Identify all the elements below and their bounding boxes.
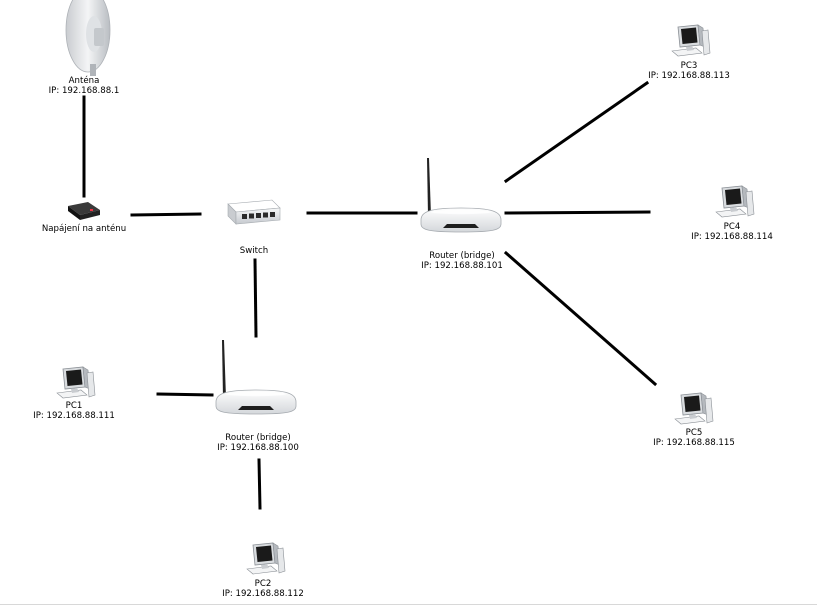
link-router101-pc4 xyxy=(504,210,651,215)
router-101-icon xyxy=(420,157,502,233)
antenna-name: Anténa xyxy=(68,76,100,86)
link-router100-pc1 xyxy=(156,392,214,397)
links xyxy=(82,80,658,510)
link-poe-switch xyxy=(130,212,202,217)
router100-label: Router (bridge) IP: 192.168.88.100 xyxy=(217,433,299,453)
antenna-ip: IP: 192.168.88.1 xyxy=(48,86,120,96)
pc2-icon xyxy=(246,542,286,575)
poe-injector-icon xyxy=(68,202,100,220)
pc4-icon xyxy=(715,185,755,218)
link-router101-pc5 xyxy=(503,250,658,387)
switch-name: Switch xyxy=(239,246,269,256)
pc1-name: PC1 xyxy=(65,401,83,411)
router101-label: Router (bridge) IP: 192.168.88.101 xyxy=(421,251,503,271)
pc3-ip: IP: 192.168.88.113 xyxy=(648,71,730,81)
pc5-label: PC5 IP: 192.168.88.115 xyxy=(653,428,735,448)
pc4-label: PC4 IP: 192.168.88.114 xyxy=(691,222,773,242)
poe-label: Napájení na anténu xyxy=(42,224,126,234)
pc3-label: PC3 IP: 192.168.88.113 xyxy=(648,61,730,81)
pc5-ip: IP: 192.168.88.115 xyxy=(653,438,735,448)
pc2-label: PC2 IP: 192.168.88.112 xyxy=(222,579,304,599)
router100-ip: IP: 192.168.88.100 xyxy=(217,443,299,453)
router-100-icon xyxy=(215,339,297,415)
pc1-icon xyxy=(56,366,96,399)
pc2-ip: IP: 192.168.88.112 xyxy=(222,589,304,599)
switch-icon xyxy=(227,199,281,225)
router101-ip: IP: 192.168.88.101 xyxy=(421,261,503,271)
bottom-divider xyxy=(0,604,817,605)
antenna-dish-icon xyxy=(65,0,111,76)
pc4-ip: IP: 192.168.88.114 xyxy=(691,232,773,242)
poe-name: Napájení na anténu xyxy=(41,224,127,234)
pc5-name: PC5 xyxy=(685,428,703,438)
router101-name: Router (bridge) xyxy=(429,251,495,261)
pc3-icon xyxy=(671,24,711,57)
pc1-ip: IP: 192.168.88.111 xyxy=(33,411,115,421)
link-switch-router100 xyxy=(253,258,258,338)
link-router101-pc3 xyxy=(503,80,650,184)
pc3-name: PC3 xyxy=(680,61,698,71)
pc5-icon xyxy=(674,392,714,425)
router100-name: Router (bridge) xyxy=(225,433,291,443)
switch-label: Switch xyxy=(240,246,268,256)
antenna-label: Anténa IP: 192.168.88.1 xyxy=(49,76,120,96)
pc2-name: PC2 xyxy=(254,579,272,589)
pc1-label: PC1 IP: 192.168.88.111 xyxy=(33,401,115,421)
pc4-name: PC4 xyxy=(723,222,741,232)
link-router100-pc2 xyxy=(257,458,262,510)
